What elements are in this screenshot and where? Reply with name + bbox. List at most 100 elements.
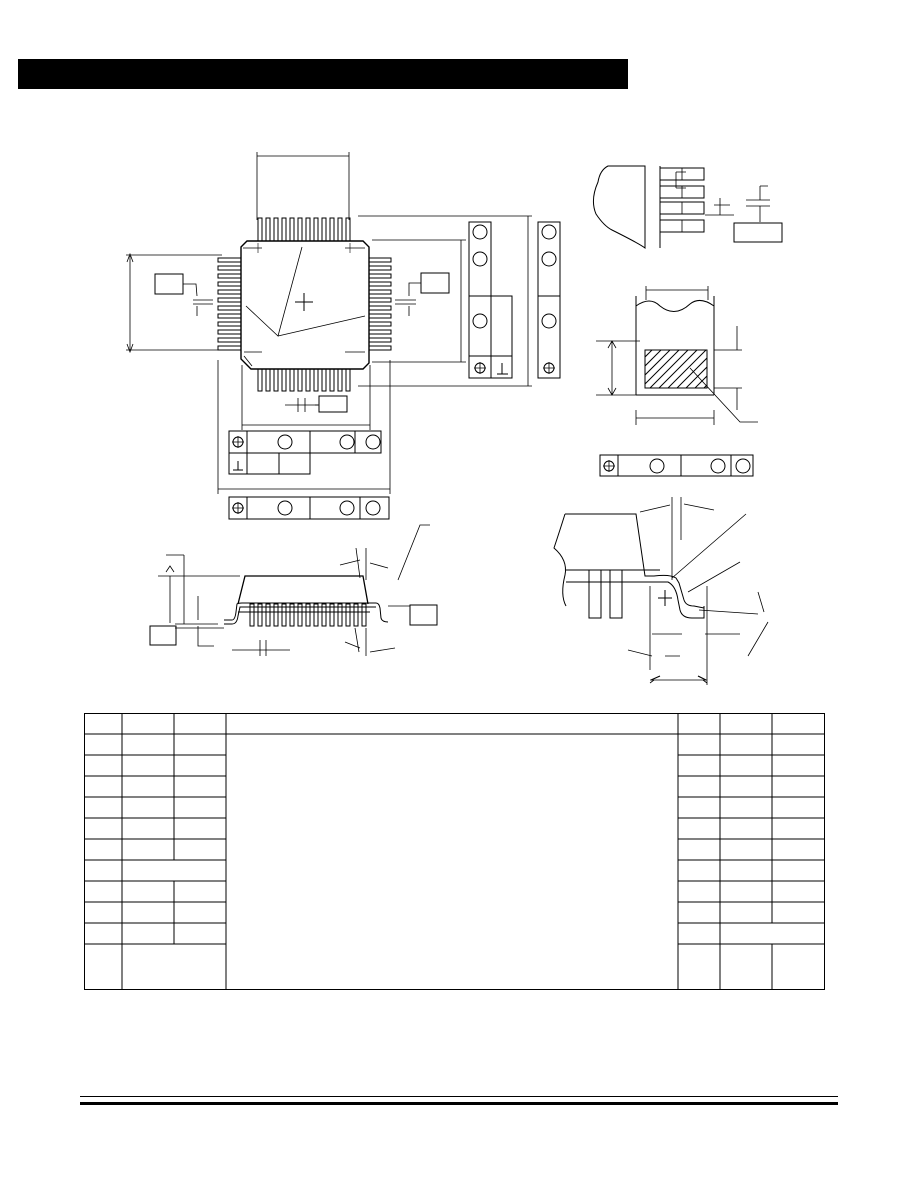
datum-box-seating <box>149 625 177 646</box>
lead <box>217 281 242 287</box>
lead <box>368 257 392 263</box>
lead <box>329 217 335 242</box>
detail-lead-profile <box>553 497 769 685</box>
lead <box>217 305 242 311</box>
footer-rule-thick <box>80 1102 838 1105</box>
lead <box>217 297 242 303</box>
side-view-pins <box>249 603 367 627</box>
hatched-contact-area <box>605 350 787 388</box>
hatch-line <box>649 350 689 388</box>
lead <box>289 368 295 392</box>
lead <box>297 368 303 392</box>
lead <box>313 368 319 392</box>
lead <box>217 257 242 263</box>
hatch-line <box>731 350 769 388</box>
lead <box>281 603 287 627</box>
dimension-table <box>84 713 825 990</box>
lead <box>321 603 327 627</box>
lead <box>305 603 311 627</box>
hatch-line <box>645 350 680 385</box>
hatch-line <box>694 375 707 388</box>
lead <box>368 273 392 279</box>
footer-rule-thin <box>80 1096 838 1097</box>
lead <box>257 217 263 242</box>
lead <box>313 603 319 627</box>
hatch-line <box>703 384 707 388</box>
lead <box>368 305 392 311</box>
detail-lead-top <box>592 165 783 250</box>
leads-bottom <box>257 368 351 392</box>
lead <box>337 217 343 242</box>
lead <box>289 603 295 627</box>
hatch-line <box>658 350 698 388</box>
lead <box>217 265 242 271</box>
lead <box>273 217 279 242</box>
lead <box>273 603 279 627</box>
header-title-bar <box>18 59 628 89</box>
lead <box>217 273 242 279</box>
lead <box>321 368 327 392</box>
hatch-line <box>749 350 787 388</box>
lead <box>368 337 392 343</box>
center-mark <box>295 293 313 311</box>
lead <box>265 603 271 627</box>
hatch-line <box>667 350 707 388</box>
hatch-line <box>685 366 707 388</box>
leads-right <box>368 257 392 351</box>
top-view <box>126 152 561 520</box>
lead <box>321 217 327 242</box>
lead <box>368 313 392 319</box>
lead <box>368 321 392 327</box>
lead <box>313 217 319 242</box>
lead <box>305 217 311 242</box>
feature-control-frame-3 <box>468 221 513 379</box>
leads-top <box>257 217 351 242</box>
lead <box>217 345 242 351</box>
lead <box>217 329 242 335</box>
lead <box>273 368 279 392</box>
lead <box>368 297 392 303</box>
lead <box>281 217 287 242</box>
hatch-line <box>645 350 653 358</box>
lead <box>368 329 392 335</box>
lead <box>345 217 351 242</box>
lead <box>368 289 392 295</box>
lead <box>257 368 263 392</box>
hatch-line <box>740 350 778 388</box>
datum-box-coplanarity <box>409 604 438 626</box>
lead <box>281 368 287 392</box>
datum-box-detail-a <box>733 222 783 243</box>
hatch-line <box>645 350 662 367</box>
lead <box>368 281 392 287</box>
lead <box>289 217 295 242</box>
detail-a-leads <box>659 167 705 233</box>
lead <box>329 368 335 392</box>
lead <box>297 603 303 627</box>
package-body <box>240 240 370 370</box>
detail-lead-foot <box>596 286 787 477</box>
lead <box>368 345 392 351</box>
lead <box>217 321 242 327</box>
package-outline-drawing <box>126 152 787 685</box>
hatch-line <box>605 350 643 388</box>
lead <box>337 603 343 627</box>
lead <box>361 603 367 627</box>
hatch-line <box>713 350 751 388</box>
hatch-line <box>722 350 760 388</box>
lead <box>353 603 359 627</box>
lead <box>345 368 351 392</box>
feature-control-frame-2 <box>228 496 390 520</box>
lead <box>217 289 242 295</box>
dimension-table-grid <box>84 713 825 990</box>
datum-box-right <box>420 272 450 294</box>
lead <box>249 603 255 627</box>
datum-box-bottom <box>318 395 348 413</box>
lead <box>368 265 392 271</box>
feature-control-frame-4 <box>537 221 561 379</box>
lead <box>345 603 351 627</box>
hatch-line <box>676 357 707 388</box>
lead <box>337 368 343 392</box>
lead <box>217 313 242 319</box>
lead <box>297 217 303 242</box>
lead <box>305 368 311 392</box>
